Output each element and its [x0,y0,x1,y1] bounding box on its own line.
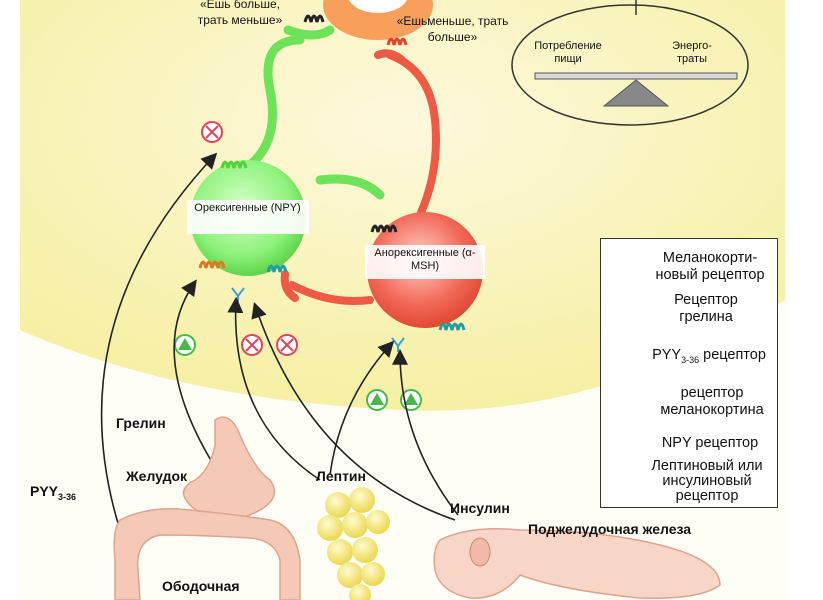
fat-tissue-organ [317,487,390,600]
npy-receptor-icon [370,224,398,233]
balance-beam [534,72,738,80]
red-path-inhibit-bar [280,270,299,302]
colon-organ [113,508,301,600]
legend-pyy-tail: рецептор [703,347,766,363]
legend-box: Меланокорти- новый рецептор Рецептор гре… [600,238,778,508]
legend-item-mc-receptor: Меланокорти- новый рецептор [655,250,765,283]
orexigenic-label: Орексигенные (NPY) [194,202,301,214]
green-path-top [245,35,305,170]
orexigenic-label-bg [187,200,309,234]
legend-item-npy-receptor: NPY рецептор [661,435,759,451]
melanocortin-receptor-icon-green [266,264,288,273]
inhibit-icon-right [276,334,298,356]
leptin-signal-to-msh [329,340,395,476]
eat-more-label: «Ешь больше, трать меньше» [197,0,283,27]
npy-receptor-top-icon [303,14,325,23]
pyy-label-main: PYY [30,483,59,499]
energy-label: Энерго- траты [672,40,712,65]
pancreas-organ [433,528,721,599]
pancreas-duct [469,537,491,567]
balance-ellipse [511,4,749,126]
ghrelin-label: Грелин [116,415,166,431]
legend-item-ghrelin-receptor: Рецептор грелина [674,292,738,325]
red-path-tip [374,49,406,64]
top-cell-core [349,0,407,13]
balance-fulcrum [602,79,670,107]
colon-label: Ободочная [162,578,240,594]
insulin-signal-to-npy [251,301,456,521]
red-path-top [386,51,440,219]
green-path-fork [283,25,335,40]
activate-icon-leptin [366,389,388,411]
ghrelin-receptor-icon [198,260,226,269]
legend-pyy-main: PYY [652,347,682,363]
pyy-label-sub: 3-36 [58,491,77,502]
legend-item-leptin-receptor: Лептиновый или инсулиновый рецептор [651,458,763,504]
food-intake-label: Потребление пищи [534,40,602,65]
green-path-link [315,174,385,200]
pyy-signal-arrow [100,152,218,546]
leptin-signal-to-npy [227,296,321,481]
anorexigenic-label: Анорексигенные (α-MSH) [374,247,476,272]
eat-less-label: «Ешьменьше, трать больше» [396,14,509,44]
activate-icon-ghrelin [174,334,196,356]
pyy-label: PYY3-36 [30,483,76,502]
insulin-signal-to-msh [392,348,459,516]
leptin-label: Лептин [316,468,366,484]
legend-item-pyy-receptor: PYY3-36 рецептор [641,347,777,369]
pyy-receptor-icon [220,160,248,169]
hypothalamus-field [20,0,785,411]
melanocortin-receptor-icon-red [438,322,466,331]
ghrelin-signal-arrow [173,279,231,491]
pancreas-label: Поджелудочная железа [528,521,692,537]
mc-receptor-top-icon [386,37,408,46]
stomach-label: Желудок [126,468,188,484]
red-path-inhibit [288,281,374,305]
stomach-organ [182,416,276,522]
insulin-label: Инсулин [450,500,510,516]
inhibit-icon-top [201,121,223,143]
legend-item-melanocortin-receptor: рецептор меланокортина [660,385,764,418]
inhibit-icon-left [241,334,263,356]
top-cell [323,0,433,40]
legend-pyy-sub: 3-36 [681,354,700,365]
anorexigenic-label-bg [365,245,485,279]
